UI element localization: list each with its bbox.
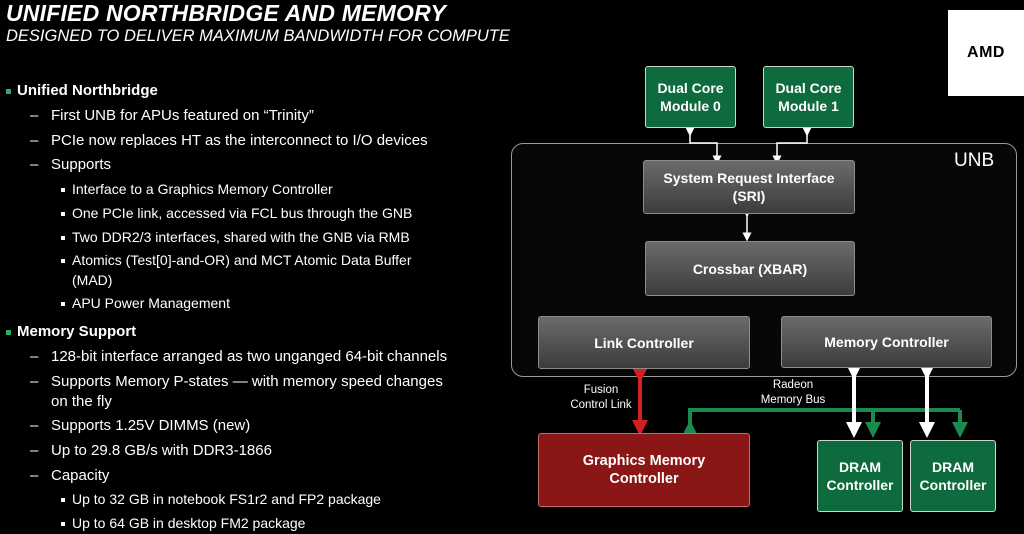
sub-ddr: Two DDR2/3 interfaces, shared with the G… xyxy=(72,229,410,245)
square-marker xyxy=(61,498,65,502)
link-controller-box: Link Controller xyxy=(538,316,750,369)
bullet-128bit: 128-bit interface arranged as two ungang… xyxy=(51,348,448,365)
dash-marker: – xyxy=(30,348,39,365)
radeon-bus xyxy=(682,408,960,436)
square-marker xyxy=(61,236,65,240)
core0-arrow xyxy=(685,127,722,165)
dash-marker: – xyxy=(30,107,39,124)
dash-marker: – xyxy=(30,442,39,459)
heading-memory-support: Memory Support xyxy=(17,323,137,340)
bullet-pstates-line1: Supports Memory P-states — with memory s… xyxy=(51,373,443,390)
cap-desktop: Up to 64 GB in desktop FM2 package xyxy=(72,515,306,531)
square-marker xyxy=(61,212,65,216)
sub-pcie: One PCIe link, accessed via FCL bus thro… xyxy=(72,205,413,221)
bullet-bandwidth: Up to 29.8 GB/s with DDR3-1866 xyxy=(51,442,272,459)
dash-marker: – xyxy=(30,156,39,173)
bullet-pcie: PCIe now replaces HT as the interconnect… xyxy=(51,132,428,149)
xbar-box: Crossbar (XBAR) xyxy=(645,241,855,296)
cap-notebook: Up to 32 GB in notebook FS1r2 and FP2 pa… xyxy=(72,491,381,507)
bullet-marker xyxy=(6,89,11,94)
square-marker xyxy=(61,302,65,306)
square-marker xyxy=(61,188,65,192)
sub-atomics-line2: (MAD) xyxy=(72,272,113,288)
dash-marker: – xyxy=(30,467,39,484)
square-marker xyxy=(61,522,65,526)
sub-gmc: Interface to a Graphics Memory Controlle… xyxy=(72,181,333,197)
sub-atomics-line1: Atomics (Test[0]-and-OR) and MCT Atomic … xyxy=(72,252,412,268)
memory-controller-box: Memory Controller xyxy=(781,316,992,368)
bullet-supports: Supports xyxy=(51,156,112,173)
bullet-first-unb: First UNB for APUs featured on “Trinity” xyxy=(51,107,314,124)
bullet-dimms: Supports 1.25V DIMMS (new) xyxy=(51,417,251,434)
dash-marker: – xyxy=(30,132,39,149)
page-title: UNIFIED NORTHBRIDGE AND MEMORY xyxy=(6,0,447,26)
sri-box: System Request Interface(SRI) xyxy=(643,160,855,214)
bullet-pstates-line2: on the fly xyxy=(51,393,112,410)
dash-marker: – xyxy=(30,417,39,434)
dash-marker: – xyxy=(30,373,39,390)
page-subtitle: DESIGNED TO DELIVER MAXIMUM BANDWIDTH FO… xyxy=(6,27,510,45)
square-marker xyxy=(61,259,65,263)
sub-power: APU Power Management xyxy=(72,295,230,311)
bullet-marker xyxy=(6,330,11,335)
heading-unified-northbridge: Unified Northbridge xyxy=(17,82,158,99)
amd-logo: AMD xyxy=(948,10,1024,96)
core1-arrow xyxy=(772,127,812,165)
bullet-capacity: Capacity xyxy=(51,467,110,484)
unb-label: UNB xyxy=(954,150,995,171)
